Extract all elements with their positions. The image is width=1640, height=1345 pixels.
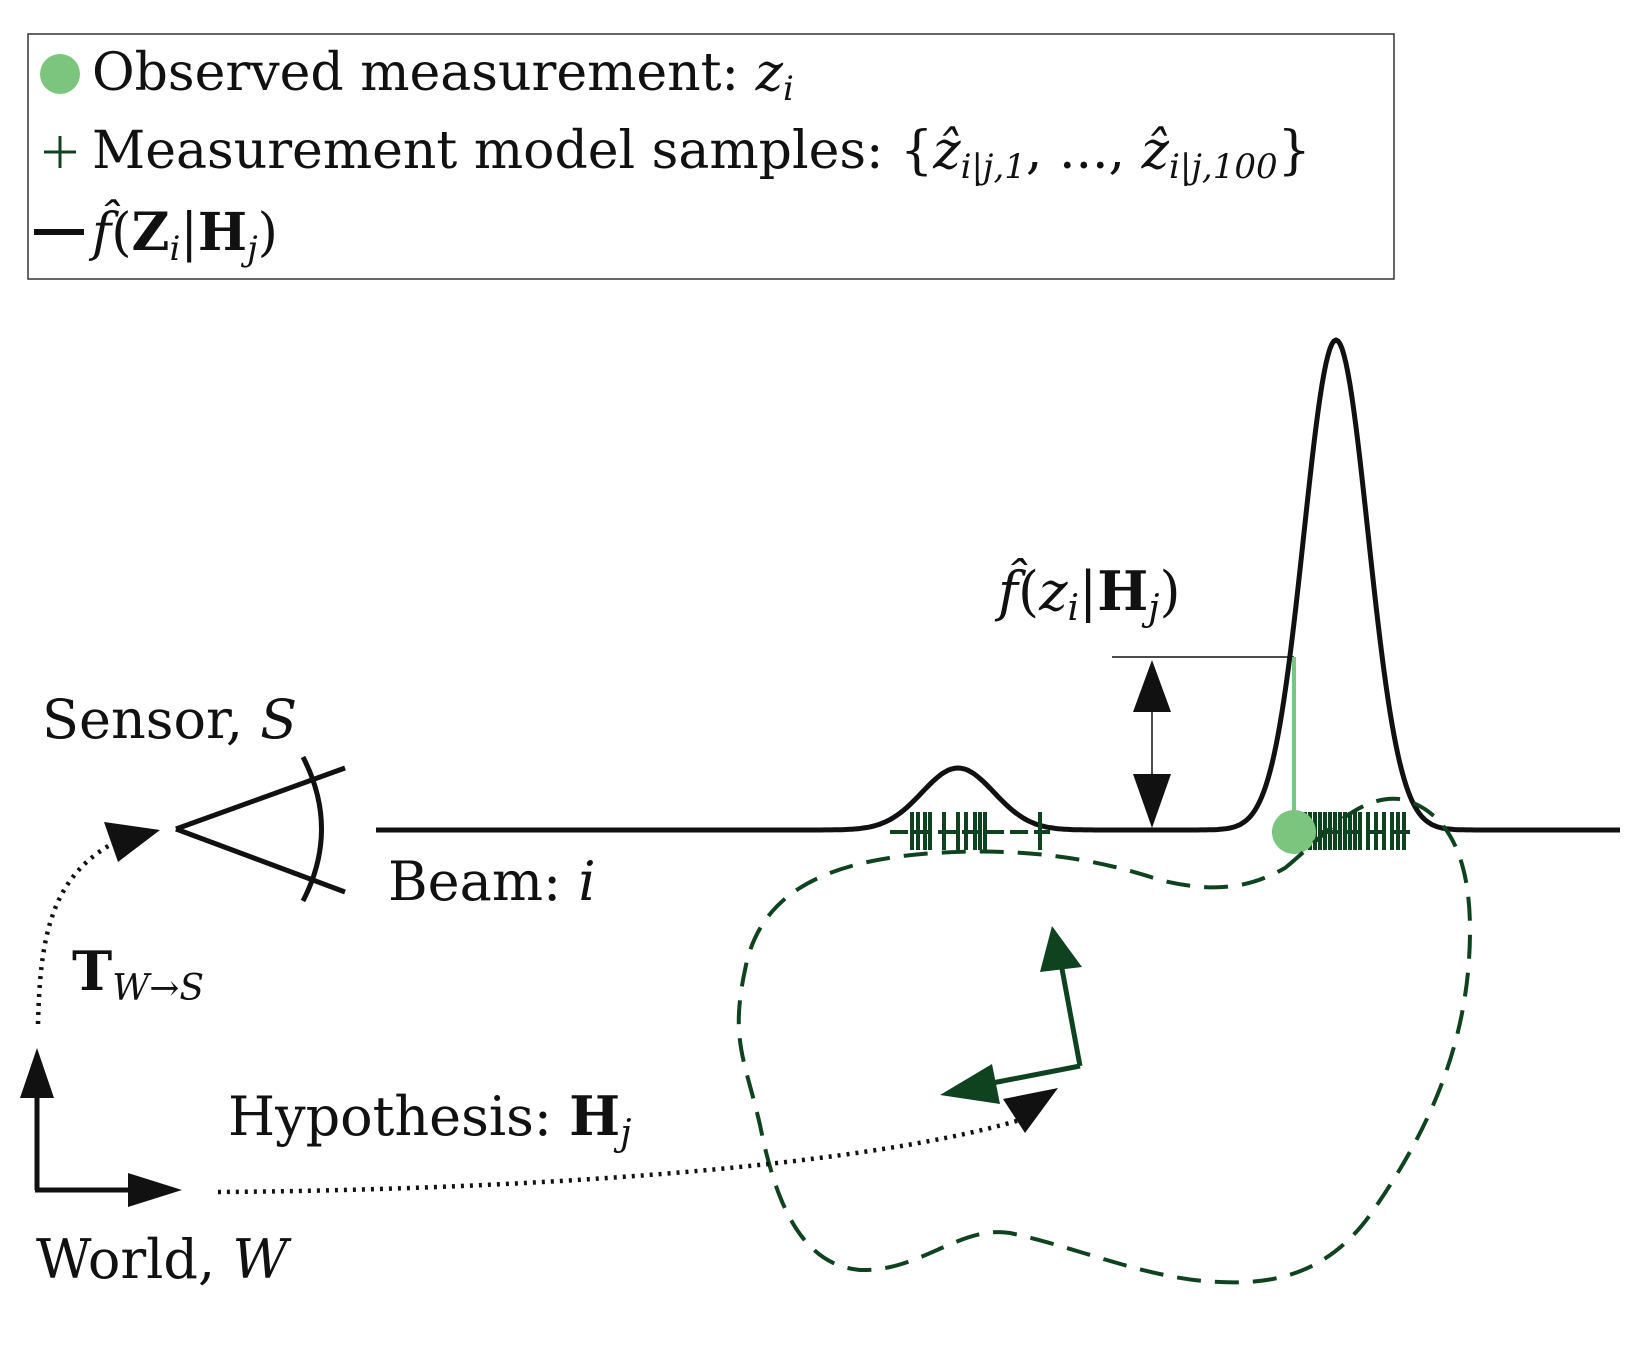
hypothesis-region: [736, 796, 1473, 1285]
hypothesis-label: Hypothesis: Hj: [228, 1084, 631, 1154]
sensor-icon: [175, 755, 346, 903]
transform-arrowhead: [104, 822, 160, 862]
legend-box: [27, 33, 1395, 280]
transform-dotted-path: [35, 843, 112, 1025]
hypothesis-pose-icon: [940, 926, 1083, 1104]
sample-plus-icon: [44, 136, 76, 168]
world-x-arrowhead: [128, 1173, 182, 1207]
world-label: World, W: [36, 1228, 292, 1291]
legend-observed: Observed measurement: zi: [92, 43, 794, 109]
hypothesis-dotted-path: [217, 1117, 1021, 1195]
likelihood-up-arrowhead: [1133, 660, 1171, 712]
hypothesis-arrowhead: [1003, 1088, 1058, 1133]
world-frame: World, W: [20, 1048, 292, 1291]
legend: Observed measurement: zi Measurement mod…: [27, 33, 1395, 280]
likelihood-down-arrowhead: [1133, 774, 1171, 828]
legend-samples: Measurement model samples: {ẑi|j,1, ...,…: [92, 121, 1311, 187]
world-y-arrowhead: [20, 1048, 54, 1098]
sensor-label: Sensor, S: [42, 688, 297, 751]
density-curve: [376, 337, 1620, 833]
likelihood-label: f̂(zi|Hj): [994, 557, 1181, 629]
transform-label: TW→S: [72, 939, 204, 1009]
observed-measurement-dot: [1272, 810, 1316, 854]
observed-marker-icon: [40, 54, 80, 94]
likelihood-annotation: f̂(zi|Hj): [994, 557, 1296, 828]
beam-label: Beam: i: [388, 850, 596, 913]
legend-density: f̂(Zi|Hj): [88, 200, 278, 269]
